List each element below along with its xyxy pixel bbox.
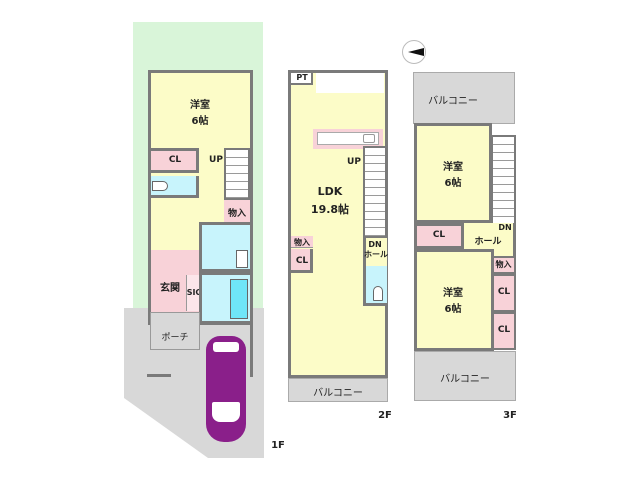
parking-wall <box>250 322 253 377</box>
bathtub-icon <box>230 279 248 319</box>
floor1-entrance-label: 玄関 <box>160 283 180 294</box>
north-arrow-icon <box>402 40 426 64</box>
floor3-closet-b1 <box>492 274 516 312</box>
toilet-icon <box>152 181 168 191</box>
toilet-icon <box>373 286 383 301</box>
parking-divider <box>147 374 171 377</box>
floor2-closet-label: CL <box>295 256 309 266</box>
floor1-staircase <box>224 148 250 200</box>
floor3-balcony-bottom <box>414 351 516 401</box>
floor3-hall-label: ホール <box>474 237 502 247</box>
floor1-bedroom-name: 洋室 <box>190 100 210 111</box>
floor1-label: 1F <box>271 440 285 451</box>
kitchen-counter <box>313 129 383 149</box>
floor2-hall-label: ホール <box>364 250 388 259</box>
floor2-kitchen-window-area <box>316 73 384 93</box>
floor2-ldk-name: LDK <box>317 185 343 198</box>
floor3-bedroom-b-size: 6帖 <box>444 304 462 315</box>
floor3-closet-b2 <box>492 312 516 350</box>
sink-icon <box>236 250 248 268</box>
floor2-closet <box>291 249 313 273</box>
floor2-balcony <box>288 378 388 402</box>
floor2-staircase <box>363 146 387 238</box>
floor1-shoe-closet-label: SIC <box>186 288 202 297</box>
car-icon <box>206 336 246 442</box>
floor2-label: 2F <box>378 410 392 421</box>
floor3-closet-b2-label: CL <box>497 325 511 335</box>
floor1-closet-label: CL <box>168 155 182 165</box>
floor2-storage <box>291 236 313 248</box>
floor3-staircase <box>491 135 516 225</box>
floor2-stairs-up-label: UP <box>347 157 361 167</box>
floor3-bedroom-a-name: 洋室 <box>443 162 463 173</box>
floor1-bedroom-size: 6帖 <box>191 116 209 127</box>
floor3-bedroom-b-name: 洋室 <box>443 288 463 299</box>
floor1-porch-label: ポーチ <box>161 333 189 343</box>
floor2-balcony-label: バルコニー <box>313 388 363 399</box>
floor3-bedroom-a <box>414 123 492 223</box>
floor1-porch <box>150 312 200 350</box>
floor3-bedroom-a-size: 6帖 <box>444 178 462 189</box>
floor3-closet-b1-label: CL <box>497 287 511 297</box>
floor2-pantry-label: PT <box>296 73 308 82</box>
floor1-closet <box>151 148 199 173</box>
floor2-storage-label: 物入 <box>294 238 310 247</box>
floor3-closet-a <box>414 223 464 249</box>
floor2-ldk-size: 19.8帖 <box>310 203 350 216</box>
floor3-balcony-top-label: バルコニー <box>428 96 478 107</box>
floor1-storage-label: 物入 <box>227 209 246 219</box>
floor2-stairs-down-label: DN <box>368 240 382 249</box>
floor3-storage-label: 物入 <box>495 260 512 269</box>
floor3-closet-a-label: CL <box>432 230 446 240</box>
floor1-storage <box>224 200 250 222</box>
floor1-washroom <box>199 222 253 272</box>
floor2-pantry <box>291 73 313 85</box>
floor2-hall <box>363 238 387 266</box>
floor1-stairs-up-label: UP <box>209 155 223 165</box>
floor3-stairs-down-label: DN <box>498 223 512 232</box>
floor3-bedroom-b <box>414 249 494 351</box>
floor3-balcony-bottom-label: バルコニー <box>440 374 490 385</box>
floor3-label: 3F <box>503 410 517 421</box>
stove-icon <box>363 134 375 143</box>
floor1-shoe-closet <box>186 275 200 311</box>
